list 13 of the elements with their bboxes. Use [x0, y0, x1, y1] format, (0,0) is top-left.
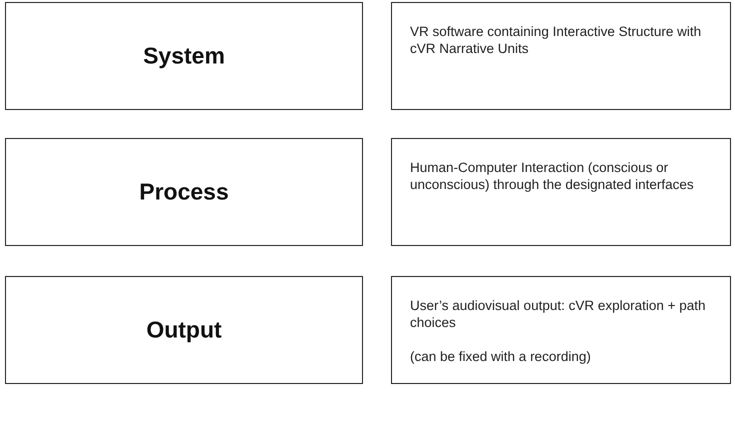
stage-box [5, 276, 363, 384]
stage-title: Process [139, 178, 229, 204]
description-box [391, 276, 731, 384]
description-box [391, 138, 731, 246]
description-text: (can be fixed with a recording) [410, 348, 592, 365]
stage-box [5, 2, 363, 110]
description-text: User’s audiovisual output: cVR exploration + path choices [410, 297, 707, 331]
description-text: Human-Computer Interaction (conscious or unconscious) through the designated interfaces [410, 159, 695, 193]
stage-box [5, 138, 363, 246]
stage-title: Output [146, 316, 222, 342]
stage-title: System [143, 42, 225, 68]
description-text: VR software containing Interactive Structure with cVR Narrative Units [410, 23, 702, 57]
description-box [391, 2, 731, 110]
